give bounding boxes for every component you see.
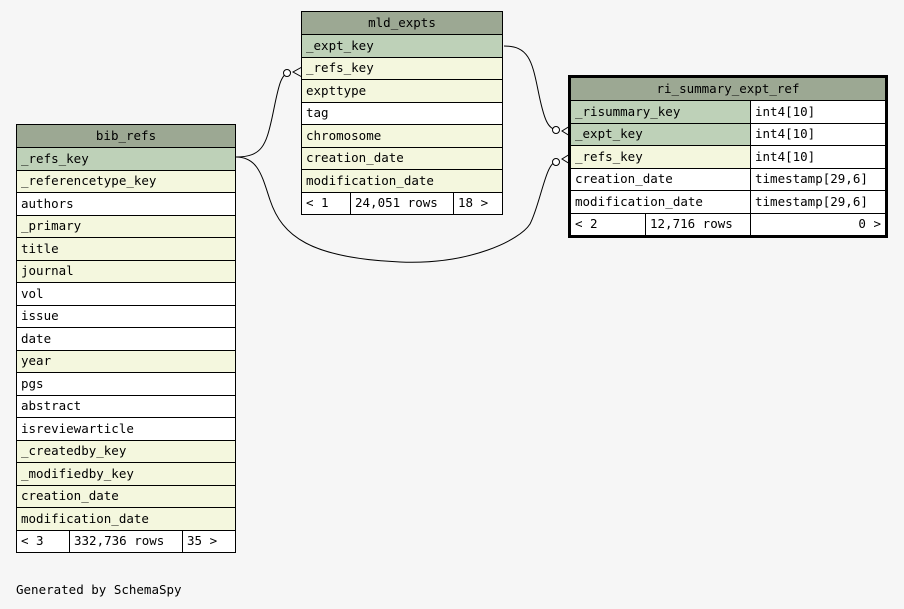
column-row[interactable]: date <box>16 327 236 351</box>
column-row[interactable]: vol <box>16 282 236 306</box>
column-row[interactable]: pgs <box>16 372 236 396</box>
column-row[interactable]: _refs_key <box>569 145 751 169</box>
column-row[interactable]: _expt_key <box>569 122 751 146</box>
edge-bib-refs-to-mld-expts <box>235 71 292 158</box>
column-type: int4[10] <box>750 100 887 124</box>
table-ri-summary-expt-ref[interactable]: ri_summary_expt_ref _risummary_key int4[… <box>568 75 888 238</box>
column-row[interactable]: modification_date <box>301 169 503 193</box>
edge-optional-marker <box>552 158 560 166</box>
row-count: 24,051 rows <box>350 191 454 215</box>
column-row[interactable]: _primary <box>16 214 236 238</box>
children-link[interactable]: 35 > <box>182 529 236 553</box>
table-bib-refs[interactable]: bib_refs _refs_key _referencetype_key au… <box>16 124 236 553</box>
generated-by-footer: Generated by SchemaSpy <box>16 582 182 597</box>
column-row[interactable]: expttype <box>301 79 503 103</box>
column-row[interactable]: creation_date <box>301 146 503 170</box>
column-row[interactable]: _expt_key <box>301 34 503 58</box>
edge-mld-expts-to-ri-summary <box>503 45 559 131</box>
table-title[interactable]: bib_refs <box>16 124 236 148</box>
column-type: int4[10] <box>750 122 887 146</box>
edge-optional-marker <box>552 126 560 134</box>
parents-link[interactable]: < 1 <box>301 191 351 215</box>
column-row[interactable]: modification_date <box>16 507 236 531</box>
row-count: 332,736 rows <box>69 529 183 553</box>
column-row[interactable]: abstract <box>16 394 236 418</box>
column-row[interactable]: authors <box>16 192 236 216</box>
table-title[interactable]: ri_summary_expt_ref <box>569 76 887 101</box>
column-row[interactable]: _referencetype_key <box>16 169 236 193</box>
column-type: timestamp[29,6] <box>750 190 887 214</box>
column-row[interactable]: creation_date <box>569 167 751 191</box>
column-row[interactable]: _createdby_key <box>16 439 236 463</box>
column-type: timestamp[29,6] <box>750 167 887 191</box>
column-row[interactable]: isreviewarticle <box>16 417 236 441</box>
table-title[interactable]: mld_expts <box>301 11 503 35</box>
column-row[interactable]: modification_date <box>569 190 751 214</box>
table-mld-expts[interactable]: mld_expts _expt_key _refs_key expttype t… <box>301 11 503 215</box>
column-type: int4[10] <box>750 145 887 169</box>
column-row[interactable]: year <box>16 349 236 373</box>
column-row[interactable]: title <box>16 237 236 261</box>
children-link[interactable]: 18 > <box>453 191 503 215</box>
children-link[interactable]: 0 > <box>750 212 887 237</box>
row-count: 12,716 rows <box>645 212 751 237</box>
column-row[interactable]: tag <box>301 101 503 125</box>
column-row[interactable]: _refs_key <box>16 147 236 171</box>
column-row[interactable]: journal <box>16 259 236 283</box>
column-row[interactable]: _refs_key <box>301 56 503 80</box>
column-row[interactable]: _risummary_key <box>569 100 751 124</box>
column-row[interactable]: chromosome <box>301 124 503 148</box>
column-row[interactable]: issue <box>16 304 236 328</box>
column-row[interactable]: creation_date <box>16 484 236 508</box>
column-row[interactable]: _modifiedby_key <box>16 462 236 486</box>
edge-optional-marker <box>283 69 291 77</box>
parents-link[interactable]: < 3 <box>16 529 70 553</box>
parents-link[interactable]: < 2 <box>569 212 646 237</box>
